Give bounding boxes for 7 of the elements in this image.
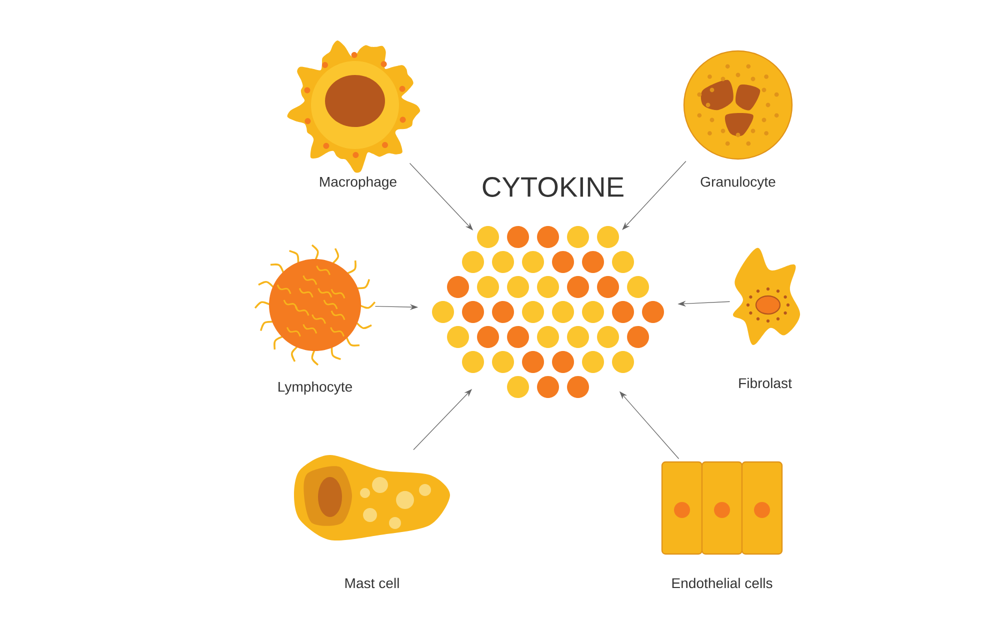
cell-label: Granulocyte (700, 176, 776, 190)
cell-label: Fibrolast (739, 378, 792, 388)
cell-label: Mast cell (345, 578, 399, 588)
title: CYTOKINE (482, 177, 624, 197)
cell-label: Lymphocyte (278, 381, 352, 395)
cell-label: Endothelial cells (672, 578, 772, 588)
cell-label: Macrophage (320, 176, 396, 190)
